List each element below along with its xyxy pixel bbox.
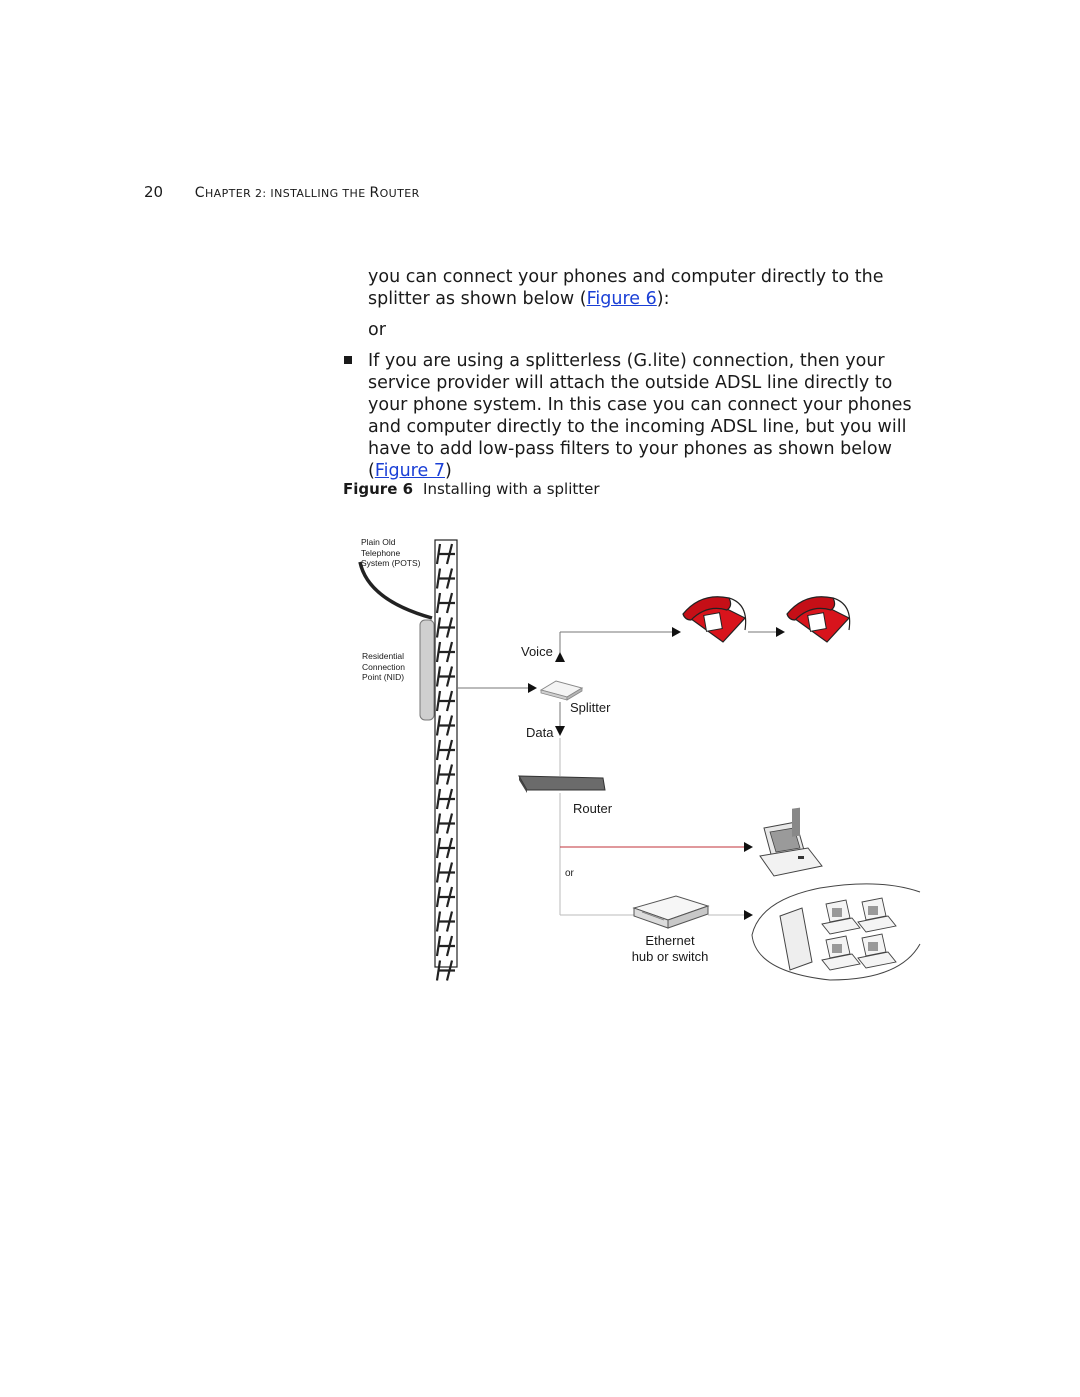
or-text: or [368,320,386,340]
lan-network-cluster [751,807,921,981]
wall-brick [435,715,455,736]
wall-brick [435,568,455,589]
wall-brick [435,862,455,883]
wall-brick [435,739,455,761]
or-label: or [565,868,574,879]
voice-arrow [555,652,565,662]
wall-brick [435,837,455,859]
router-label: Router [573,801,613,816]
wall-brick [435,911,455,932]
nid-label: Residential Connection Point (NID) [362,651,406,682]
arrow-to-splitter [528,683,537,693]
splitterless-paragraph: If you are using a splitterless (G.lite)… [368,351,912,481]
wall-brick [435,641,455,663]
telephone-icon [682,596,747,643]
page-header: 20 CHAPTER 2: INSTALLING THE ROUTER [144,183,420,201]
wall-brick [435,886,455,908]
ethernet-hub-device [632,895,710,929]
figure-6-link[interactable]: Figure 6 [586,289,657,309]
page-number: 20 [144,183,164,201]
voice-label: Voice [521,644,553,659]
pots-cable [358,561,433,620]
data-label: Data [526,725,554,740]
computer-icon [759,821,823,877]
wall-brick [435,666,455,687]
wall-brick [435,935,455,957]
wall-brick [435,813,455,834]
bullet-marker [344,356,352,364]
wall-brick [435,788,455,810]
wall-brick [435,960,455,981]
figure-caption: Figure 6 Installing with a splitter [343,480,600,498]
ethernet-hub-label: Ethernet hub or switch [631,933,709,964]
chapter-title: CHAPTER 2: INSTALLING THE ROUTER [194,185,420,201]
data-arrow [555,726,565,736]
splitter-label: Splitter [570,700,611,715]
wall-brick [435,690,455,712]
intro-paragraph: you can connect your phones and computer… [368,267,884,309]
wall-brick [435,543,455,565]
wall-brick [435,592,455,614]
pots-label: Plain Old Telephone System (POTS) [361,537,421,568]
wall-brick [435,764,455,785]
house-wall [434,539,458,981]
nid-box [419,619,435,721]
wall-brick [435,617,455,638]
router-device [518,775,606,793]
telephone-icon [786,596,851,643]
figure-label: Figure 6 [343,480,414,498]
figure-7-link[interactable]: Figure 7 [374,461,445,481]
figure-caption-text: Installing with a splitter [423,480,600,498]
splitter-device [539,680,584,701]
